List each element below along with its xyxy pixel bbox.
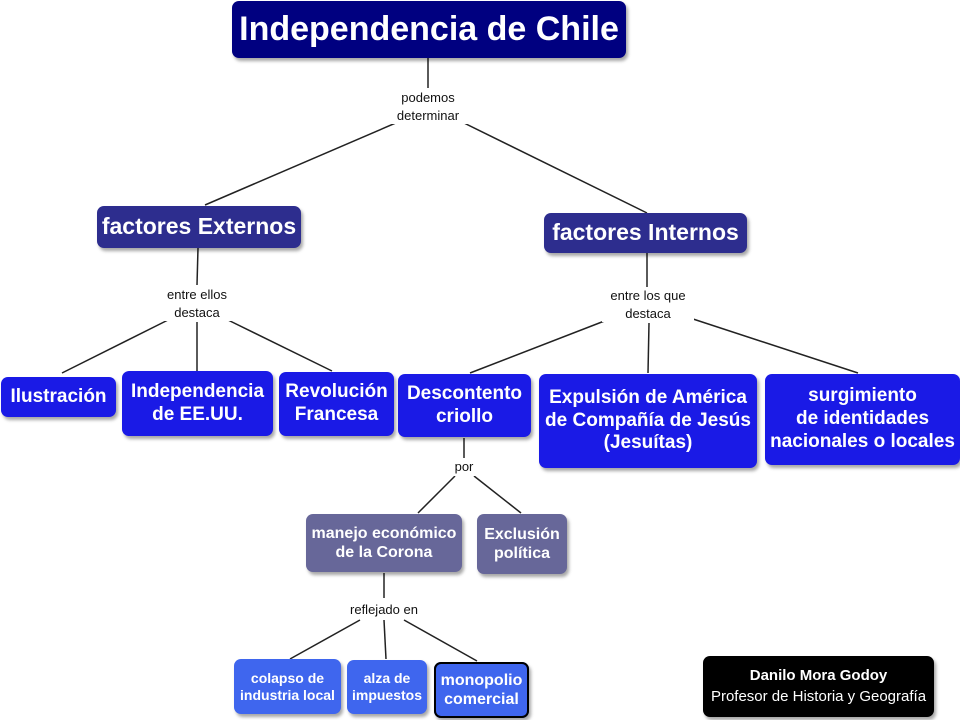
- author-name: Danilo Mora Godoy: [749, 667, 888, 684]
- node-exclusion-politica[interactable]: Exclusión política: [477, 514, 567, 574]
- node-identidades-nacionales[interactable]: surgimiento de identidades nacionales o …: [765, 374, 960, 465]
- node-manejo-economico[interactable]: manejo económico de la Corona: [306, 514, 462, 572]
- link-label-expulsion: [647, 322, 650, 374]
- link-externos-label: [196, 247, 199, 286]
- node-factores-externos[interactable]: factores Externos: [97, 206, 301, 248]
- link-label-externos: [204, 121, 399, 206]
- node-alza-impuestos[interactable]: alza de impuestos: [347, 660, 427, 714]
- link-label-reflejado-en: reflejado en: [340, 601, 428, 619]
- link-reflejado-colapso: [289, 619, 361, 660]
- author-box: Danilo Mora Godoy Profesor de Historia y…: [703, 656, 934, 717]
- link-label-entre-ellos-destaca: entre ellos destaca: [157, 286, 237, 322]
- node-descontento-criollo[interactable]: Descontento criollo: [398, 374, 531, 437]
- link-reflejado-alza: [383, 619, 387, 660]
- link-por-exclusion: [473, 475, 522, 514]
- link-label-internos: [461, 121, 648, 214]
- node-expulsion-jesuitas[interactable]: Expulsión de América de Compañía de Jesú…: [539, 374, 757, 468]
- node-monopolio-comercial[interactable]: monopolio comercial: [434, 662, 529, 718]
- node-factores-internos[interactable]: factores Internos: [544, 213, 747, 253]
- link-label-ilustracion: [61, 319, 169, 374]
- link-por-manejo: [417, 475, 456, 514]
- node-revolucion-francesa[interactable]: Revolución Francesa: [279, 372, 394, 436]
- node-independencia-eeuu[interactable]: Independencia de EE.UU.: [122, 371, 273, 436]
- node-ilustracion[interactable]: Ilustración: [1, 377, 116, 417]
- link-label-entre-los-que-destaca: entre los que destaca: [602, 287, 694, 323]
- node-colapso-industria[interactable]: colapso de industria local: [234, 659, 341, 714]
- link-label-identidades: [689, 317, 859, 374]
- node-independencia-de-chile[interactable]: Independencia de Chile: [232, 1, 626, 58]
- link-label-podemos-determinar: podemos determinar: [385, 89, 471, 125]
- link-label-descontento: [469, 319, 608, 374]
- link-label-por: por: [448, 458, 480, 476]
- author-role: Profesor de Historia y Geografía: [710, 688, 927, 705]
- link-label-revolucion: [227, 319, 333, 372]
- link-reflejado-monopolio: [403, 619, 478, 662]
